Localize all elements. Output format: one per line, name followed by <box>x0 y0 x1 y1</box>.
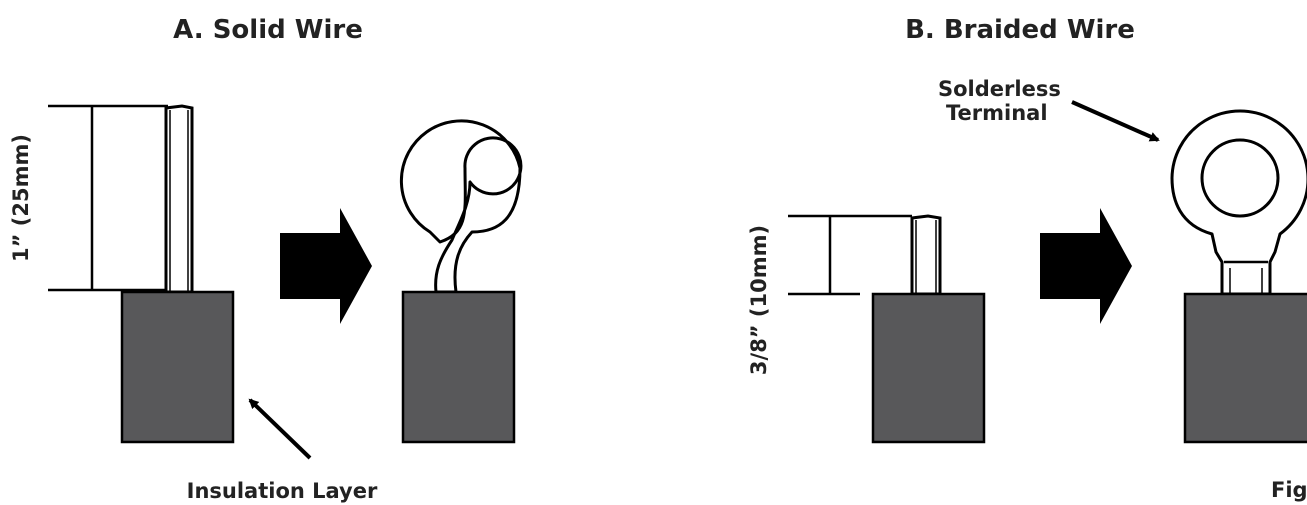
panel-a-hooked-wire <box>399 119 523 294</box>
terminal-label-line2: Terminal <box>946 101 1048 125</box>
panel-a-insulation-after <box>401 290 516 444</box>
panel-b-stripped-wire <box>910 214 942 296</box>
panel-a-process-arrow <box>280 208 372 324</box>
terminal-pointer-arrow <box>1071 100 1160 142</box>
insulation-layer-label: Insulation Layer <box>187 479 378 503</box>
solderless-terminal <box>1170 109 1307 296</box>
panel-b-process-arrow <box>1040 208 1132 324</box>
panel-a-insulation-before <box>120 290 235 444</box>
figure-label: Fig <box>1271 478 1307 502</box>
panel-a-dimension-bracket <box>48 104 168 292</box>
panel-b-dimension-label: 3/8” (10mm) <box>747 225 771 375</box>
terminal-label-line1: Solderless <box>938 77 1061 101</box>
panel-b-insulation-before <box>871 292 986 444</box>
panel-b-dimension-bracket <box>788 214 912 296</box>
insulation-pointer-arrow <box>248 398 312 460</box>
panel-a-stripped-wire <box>164 104 194 294</box>
panel-b-insulation-after <box>1183 292 1307 444</box>
panel-a-dimension-label: 1” (25mm) <box>9 134 33 262</box>
panel-a-title: A. Solid Wire <box>173 15 363 45</box>
panel-b-title: B. Braided Wire <box>905 15 1135 45</box>
